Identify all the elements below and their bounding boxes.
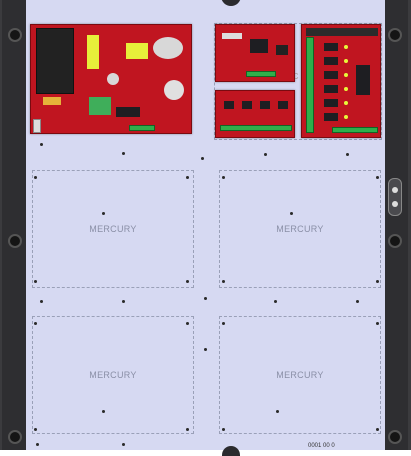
empty-board-slot[interactable]: MERCURY	[219, 316, 381, 434]
terminal-block[interactable]	[246, 71, 276, 77]
standoff-icon	[376, 176, 379, 179]
standoff-icon	[222, 176, 225, 179]
capacitor	[164, 80, 184, 100]
standoff-icon	[186, 428, 189, 431]
terminal-block[interactable]	[306, 37, 314, 133]
bottom-notch	[222, 446, 240, 456]
fuse	[43, 97, 61, 105]
standoff-icon	[34, 428, 37, 431]
terminal-block[interactable]	[220, 125, 292, 131]
terminal-block[interactable]	[129, 125, 155, 131]
backplate-panel: MERC	[26, 0, 385, 456]
interface-board-lower[interactable]	[215, 90, 295, 138]
terminal-block[interactable]	[332, 127, 378, 133]
standoff-icon	[34, 322, 37, 325]
empty-board-slot[interactable]: MERCURY	[32, 170, 194, 288]
daughter-board	[89, 97, 111, 115]
empty-board-slot[interactable]: MERCURY	[219, 170, 381, 288]
standoff-icon	[346, 153, 349, 156]
standoff-icon	[186, 280, 189, 283]
mount-hole-icon	[388, 430, 402, 444]
standoff-icon	[356, 300, 359, 303]
standoff-icon	[376, 322, 379, 325]
ic-chip	[356, 65, 370, 95]
mount-hole-icon	[388, 28, 402, 42]
slot-label: MERCURY	[276, 370, 324, 380]
mount-hole-icon	[8, 430, 22, 444]
ic-chip	[116, 107, 140, 117]
relay	[278, 101, 288, 109]
slot-label: MERCURY	[89, 224, 137, 234]
standoff-icon	[204, 348, 207, 351]
power-supply-board[interactable]	[30, 24, 192, 134]
relay	[224, 101, 234, 109]
standoff-icon	[186, 176, 189, 179]
header-connector	[306, 28, 378, 36]
standoff-icon	[122, 152, 125, 155]
capacitor	[107, 73, 119, 85]
top-notch	[221, 0, 241, 6]
latch-screw-icon	[392, 201, 398, 207]
relay	[276, 45, 288, 55]
latch-screw-icon	[392, 187, 398, 193]
door-latch[interactable]	[388, 178, 402, 216]
standoff-icon	[274, 300, 277, 303]
slot-label: MERCURY	[89, 370, 137, 380]
standoff-icon	[102, 212, 105, 215]
standoff-icon	[222, 322, 225, 325]
right-rail	[384, 0, 408, 450]
standoff-icon	[290, 212, 293, 215]
standoff-icon	[36, 443, 39, 446]
standoff-icon	[34, 176, 37, 179]
standoff-icon	[122, 443, 125, 446]
relay	[260, 101, 270, 109]
relay-output-board[interactable]	[301, 24, 381, 138]
relay	[324, 57, 338, 65]
relay	[324, 99, 338, 107]
relay	[324, 113, 338, 121]
left-rail	[2, 0, 26, 450]
footer-label: 0001 00 0	[308, 443, 335, 449]
connector[interactable]	[33, 119, 41, 133]
standoff-icon	[376, 428, 379, 431]
status-led-icon	[344, 115, 348, 119]
mount-hole-icon	[388, 234, 402, 248]
mount-hole-icon	[8, 234, 22, 248]
status-led-icon	[344, 45, 348, 49]
relay	[324, 85, 338, 93]
standoff-icon	[222, 428, 225, 431]
capacitor	[153, 37, 183, 59]
standoff-icon	[40, 143, 43, 146]
standoff-icon	[376, 280, 379, 283]
standoff-icon	[201, 157, 204, 160]
slot-label: MERCURY	[276, 224, 324, 234]
transformer	[36, 28, 74, 94]
standoff-icon	[102, 410, 105, 413]
status-led-icon	[344, 59, 348, 63]
inductor	[87, 35, 99, 69]
status-led-icon	[344, 101, 348, 105]
standoff-icon	[186, 322, 189, 325]
interface-board-upper[interactable]	[215, 24, 295, 82]
standoff-icon	[276, 410, 279, 413]
empty-board-slot[interactable]: MERCURY	[32, 316, 194, 434]
connector	[222, 33, 242, 39]
standoff-icon	[34, 280, 37, 283]
standoff-icon	[204, 297, 207, 300]
relay	[324, 43, 338, 51]
standoff-icon	[222, 280, 225, 283]
standoff-icon	[264, 153, 267, 156]
ic-chip	[250, 39, 268, 53]
capacitor-block	[126, 43, 148, 59]
mount-hole-icon	[8, 28, 22, 42]
status-led-icon	[344, 87, 348, 91]
relay	[324, 71, 338, 79]
status-led-icon	[344, 73, 348, 77]
standoff-icon	[122, 300, 125, 303]
relay	[242, 101, 252, 109]
standoff-icon	[40, 300, 43, 303]
